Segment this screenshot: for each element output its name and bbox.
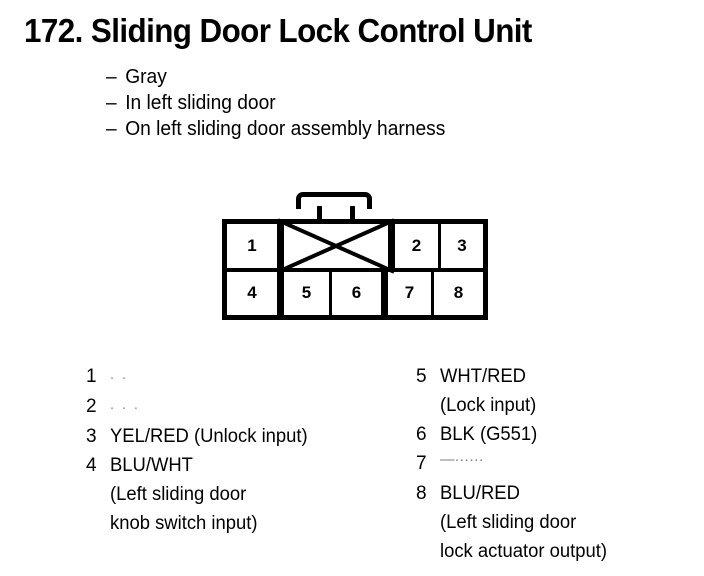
attribute-text: Gray — [125, 66, 167, 88]
connector-pin-2: 2 — [388, 224, 438, 268]
connector-blocked-position-x-icon — [277, 224, 388, 268]
legend-pin-number: 8 — [416, 483, 427, 504]
connector-diagram: 1 2 3 4 5 6 7 — [222, 192, 492, 324]
legend-pin-wire-color: WHT/RED — [440, 366, 526, 387]
attribute-text: On left sliding door assembly harness — [125, 118, 446, 140]
legend-pin-function-line-1: (Left sliding door — [440, 512, 577, 533]
legend-pin-description: BLU/RED (Left sliding door lock actuator… — [440, 479, 698, 566]
legend-row-pin-7: 7 —······ — [416, 449, 704, 479]
legend-pin-description: WHT/RED (Lock input) — [440, 362, 698, 420]
pin-label: 7 — [404, 283, 415, 303]
connector-row-top: 1 2 3 — [227, 224, 483, 272]
legend-pin-number: 4 — [86, 455, 97, 476]
connector-tab-neck-icon — [317, 206, 355, 221]
pin-label: 1 — [247, 235, 257, 255]
legend-pin-number: 3 — [86, 426, 97, 447]
legend-pin-number: 5 — [416, 366, 427, 387]
attribute-list: – Gray – In left sliding door – On left … — [106, 64, 666, 142]
page-title: 172. Sliding Door Lock Control Unit — [24, 12, 532, 49]
legend-pin-description: . . . — [110, 392, 397, 422]
legend-row-pin-1: 1 . . — [86, 362, 406, 392]
legend-row-pin-4: 4 BLU/WHT (Left sliding door knob switch… — [86, 451, 406, 538]
legend-row-pin-8: 8 BLU/RED (Left sliding door lock actuat… — [416, 479, 704, 566]
dash-bullet-icon: – — [106, 66, 117, 88]
attribute-item-location: – In left sliding door — [106, 90, 644, 116]
legend-pin-function-line-1: (Lock input) — [440, 395, 537, 416]
legend-row-pin-5: 5 WHT/RED (Lock input) — [416, 362, 704, 420]
connector-pin-3: 3 — [438, 224, 483, 268]
legend-pin-function-line-2: knob switch input) — [110, 513, 258, 534]
dash-bullet-icon: – — [106, 92, 117, 114]
connector-pin-4: 4 — [227, 272, 277, 316]
legend-pin-function-line-2: lock actuator output) — [440, 541, 607, 562]
blank-entry-mark-icon: —······ — [440, 451, 484, 468]
legend-pin-description: . . — [110, 362, 397, 392]
pin-label: 4 — [247, 283, 257, 303]
legend-row-pin-6: 6 BLK (G551) — [416, 420, 704, 449]
legend-pin-number: 6 — [416, 424, 427, 445]
blank-entry-mark-icon: . . — [110, 366, 128, 383]
legend-pin-number: 1 — [86, 366, 97, 387]
legend-pin-wire-color: BLU/RED — [440, 483, 520, 504]
pin-label: 6 — [351, 283, 362, 303]
pin-legend-right: 5 WHT/RED (Lock input) 6 BLK (G551) 7 —·… — [416, 362, 704, 566]
connector-pin-6: 6 — [329, 271, 381, 315]
legend-pin-description: BLK (G551) — [440, 424, 538, 445]
pin-label: 2 — [411, 235, 422, 255]
legend-pin-description: BLU/WHT (Left sliding door knob switch i… — [110, 451, 397, 538]
legend-pin-number: 2 — [86, 396, 97, 417]
connector-row-bottom: 4 5 6 7 8 — [227, 271, 483, 316]
connector-body: 1 2 3 4 5 6 7 — [222, 219, 488, 320]
connector-pin-1: 1 — [227, 224, 277, 268]
legend-pin-description: —······ — [440, 449, 698, 479]
connector-pin-7: 7 — [381, 271, 431, 315]
blank-entry-mark-icon: . . . — [110, 396, 140, 413]
pin-label: 5 — [301, 283, 312, 303]
pin-legend-left: 1 . . 2 . . . 3 YEL/RED (Unlock input) 4… — [86, 362, 406, 538]
legend-pin-number: 7 — [416, 453, 427, 474]
legend-pin-function-line-1: (Left sliding door — [110, 484, 247, 505]
attribute-item-harness: – On left sliding door assembly harness — [106, 116, 644, 142]
pin-label: 3 — [457, 235, 467, 255]
connector-pin-5: 5 — [277, 271, 329, 315]
attribute-text: In left sliding door — [125, 92, 276, 114]
legend-row-pin-2: 2 . . . — [86, 392, 406, 422]
legend-pin-wire-color: BLU/WHT — [110, 455, 193, 476]
attribute-item-color: – Gray — [106, 64, 644, 90]
connector-locking-tab-icon — [296, 192, 372, 209]
legend-row-pin-3: 3 YEL/RED (Unlock input) — [86, 422, 406, 451]
dash-bullet-icon: – — [106, 118, 117, 140]
legend-pin-description: YEL/RED (Unlock input) — [110, 426, 308, 447]
connector-pin-8: 8 — [431, 271, 483, 315]
pin-label: 8 — [453, 283, 464, 303]
